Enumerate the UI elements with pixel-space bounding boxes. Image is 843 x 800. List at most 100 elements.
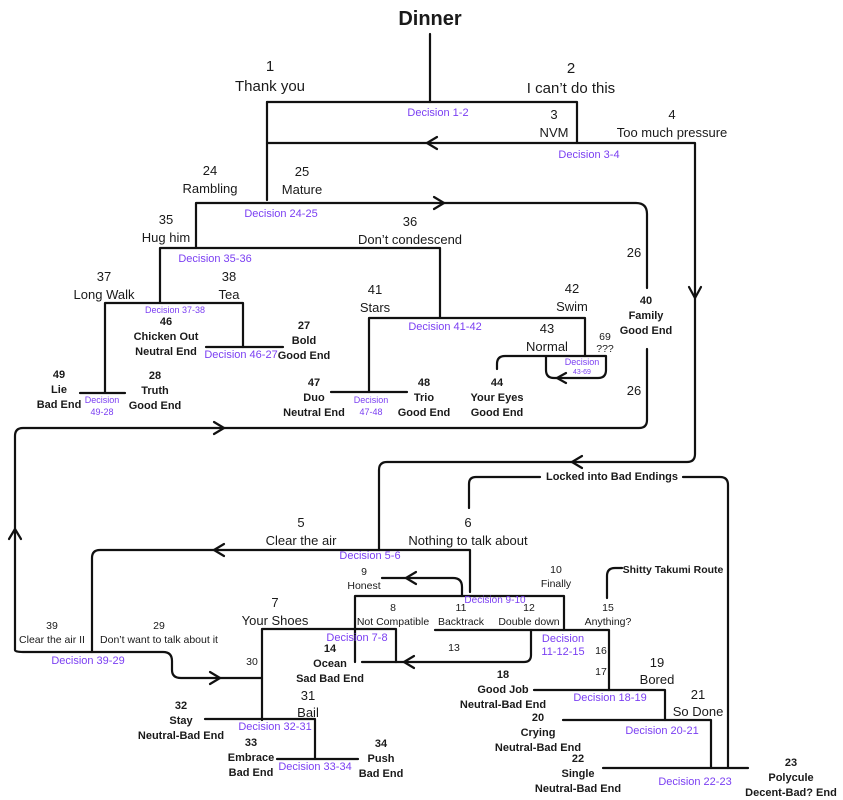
ending-number: 28 xyxy=(148,370,162,382)
choice-number: 36 xyxy=(402,214,418,229)
decision-41-42: Decision 41-42 xyxy=(408,321,482,333)
choice-label: ??? xyxy=(596,343,614,356)
choice-label: Bored xyxy=(639,671,675,687)
choice-label: Honest xyxy=(347,580,381,593)
choice-26-bottom[interactable]: 26 xyxy=(626,383,642,398)
choice-number: 43 xyxy=(539,321,555,336)
choice-number: 25 xyxy=(294,164,310,179)
ending-number: 44 xyxy=(490,377,504,389)
choice-label: Tea xyxy=(218,286,240,302)
ending-number: 33 xyxy=(244,737,258,749)
ending-type: Neutral-Bad End xyxy=(534,782,622,795)
decision-46-27: Decision 46-27 xyxy=(204,349,278,361)
choice-label: NVM xyxy=(539,124,569,140)
arrow-5-left xyxy=(212,542,226,558)
arrow-3-left xyxy=(425,135,439,151)
ending-name: Truth xyxy=(141,384,169,397)
choice-17[interactable]: 17 xyxy=(595,666,607,678)
choice-30[interactable]: 30 xyxy=(246,656,258,668)
choice-label: Clear the air II xyxy=(19,634,85,647)
decision-label: 11-12-15 xyxy=(541,645,585,658)
page-title: Dinner xyxy=(398,8,462,30)
ending-type: Good End xyxy=(619,324,673,337)
ending-number: 40 xyxy=(639,295,653,307)
arrow-25-right xyxy=(432,195,446,211)
edge-13-return xyxy=(394,628,533,664)
choice-number: 29 xyxy=(153,620,165,632)
choice-number: 37 xyxy=(96,269,112,284)
choice-label: Stars xyxy=(359,299,391,315)
ending-type: Neutral End xyxy=(135,345,197,358)
ending-number: 34 xyxy=(374,738,388,750)
arrow-bad-left xyxy=(570,454,584,470)
choice-label: Nothing to talk about xyxy=(408,532,528,548)
edge-locked-right xyxy=(681,475,730,770)
choice-number: 2 xyxy=(566,60,576,77)
choice-26-top[interactable]: 26 xyxy=(626,245,642,260)
choice-label: Backtrack xyxy=(437,616,485,629)
choice-13[interactable]: 13 xyxy=(448,642,460,654)
choice-16[interactable]: 16 xyxy=(595,645,607,657)
choice-69[interactable]: 69??? xyxy=(596,331,614,355)
ending-number: 14 xyxy=(323,643,337,655)
ending-number: 20 xyxy=(531,712,545,724)
decision-1-2: Decision 1-2 xyxy=(407,107,469,119)
choice-label: So Done xyxy=(672,703,724,719)
choice-number: 39 xyxy=(46,620,58,632)
choice-number: 4 xyxy=(668,107,676,122)
decision-20-21: Decision 20-21 xyxy=(625,725,699,737)
ending-name: Crying xyxy=(520,726,556,739)
decision-label: Decision xyxy=(84,395,120,405)
ending-type: Bad End xyxy=(36,398,82,411)
ending-number: 48 xyxy=(417,377,431,389)
choice-number: 3 xyxy=(550,107,558,122)
route-shitty-takumi: Shitty Takumi Route xyxy=(622,564,724,576)
choice-number: 12 xyxy=(523,602,535,614)
decision-label: Decision xyxy=(541,633,585,645)
